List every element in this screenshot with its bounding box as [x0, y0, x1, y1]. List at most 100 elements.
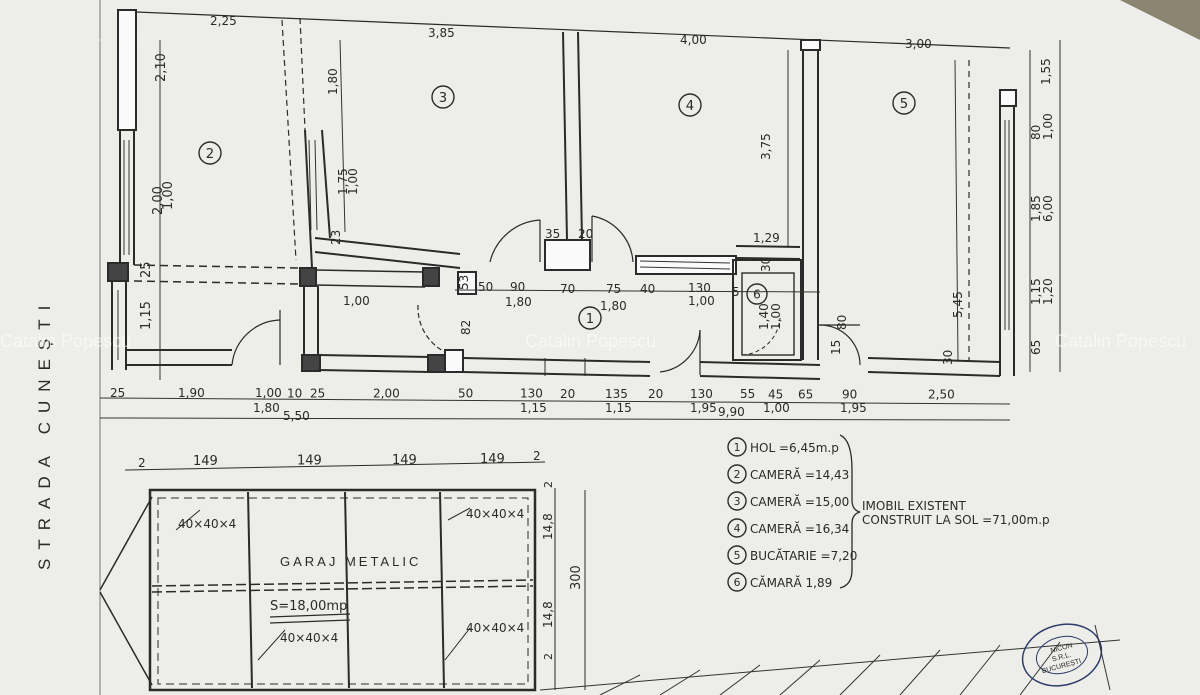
garage-profile-bottom-left: 40×40×4: [280, 631, 338, 645]
dim-top: 4,00: [680, 33, 707, 47]
legend-marker-5-circle: [727, 545, 747, 565]
room-marker-5: 5: [900, 97, 908, 112]
dim-interior: 30: [759, 257, 773, 272]
garage-bay-width: 149: [480, 452, 505, 467]
garage-edge-left: 2: [138, 456, 146, 470]
dim-hol: 40: [640, 282, 655, 296]
garage-frame: [99, 461, 586, 692]
dim-vertical-left: 2,00: [151, 186, 166, 215]
dim-vertical-left: 1,15: [139, 301, 154, 330]
garage-bay-width: 149: [297, 453, 322, 468]
room-marker-2: 2: [206, 147, 214, 162]
dim-top: 2,25: [210, 14, 237, 28]
dim-vertical-right: 80: [1029, 125, 1043, 140]
legend-room-6: CĂMARĂ 1,89: [750, 575, 832, 590]
dim-hol: 1,00: [688, 294, 715, 308]
dim-top: 3,85: [428, 26, 455, 40]
dim-bottom-row1: 10: [287, 386, 302, 400]
legend-marker-4: 4: [734, 522, 741, 535]
room-marker-6-circle: [746, 283, 768, 305]
dim-vertical-right: 6,00: [1041, 195, 1055, 222]
garage-profile-bottom-right: 40×40×4: [466, 621, 524, 635]
dim-interior: 20: [578, 227, 593, 241]
dim-vertical-left: 2,10: [154, 53, 169, 82]
dim-hol: 1,80: [600, 299, 627, 313]
legend-marker-1-circle: [727, 437, 747, 457]
garage-profile-top-right: 40×40×4: [466, 507, 524, 521]
company-stamp: [1021, 623, 1111, 691]
building-note-line1: IMOBIL EXISTENT: [862, 499, 966, 513]
garage-small-top: 2: [542, 481, 555, 488]
dim-vertical-right: 1,15: [1029, 278, 1043, 305]
window-marks: [117, 120, 1010, 360]
dim-bottom-row2: 1,15: [605, 401, 632, 415]
dim-interior: 3,75: [759, 133, 773, 160]
room-marker-4-circle: [678, 93, 702, 117]
garage-bay-width: 149: [392, 453, 417, 468]
legend-room-5: BUCĂTARIE =7,20: [750, 548, 857, 563]
legend-marker-3: 3: [734, 495, 741, 508]
dim-bottom-row2: 9,90: [718, 405, 745, 419]
garage-area: S=18,00mp: [270, 599, 347, 614]
dim-bottom-row2: 1,15: [520, 401, 547, 415]
dim-vertical-right: 1,85: [1029, 195, 1043, 222]
building-note-line2: CONSTRUIT LA SOL =71,00m.p: [862, 513, 1050, 527]
dim-interior: 30: [941, 350, 955, 365]
dim-hol: 70: [560, 282, 575, 296]
watermark-center: Catalin Popescu: [525, 331, 656, 351]
watermark-left: Catalin Popescu: [0, 331, 131, 351]
legend-marker-2-circle: [727, 464, 747, 484]
dim-bottom-row1: 1,90: [178, 386, 205, 400]
garage-profile-top-left: 40×40×4: [178, 517, 236, 531]
dim-top: 3,00: [905, 37, 932, 51]
legend-room-4: CAMERĂ =16,34: [750, 521, 849, 536]
dim-bottom-row2: 1,80: [253, 401, 280, 415]
dim-bottom-row1: 25: [310, 386, 325, 400]
room-marker-3-circle: [431, 85, 455, 109]
dim-vertical-right: 65: [1029, 340, 1043, 355]
dim-bottom-row1: 20: [560, 387, 575, 401]
dim-interior: 1,00: [769, 303, 783, 330]
dim-interior: 53: [457, 275, 471, 290]
dim-bath-width: 1,00: [343, 294, 370, 308]
garage-title: GARAJ METALIC: [280, 554, 421, 569]
street-label: STRADA CUNEȘTI: [35, 297, 54, 570]
dim-bottom-row1: 90: [842, 388, 857, 402]
garage-half-lower: 14,8: [541, 601, 555, 628]
dim-interior: 1,40: [757, 303, 771, 330]
dim-hol: 90: [510, 280, 525, 294]
dim-vertical-left: 25: [139, 261, 154, 278]
dim-interior: 5,45: [951, 291, 965, 318]
room-marker-6: 6: [753, 288, 761, 302]
dim-bottom-row2: 5,50: [283, 409, 310, 423]
dim-bottom-row1: 130: [520, 387, 543, 401]
dim-interior: 1,29: [753, 231, 780, 245]
legend-brace: [839, 434, 861, 589]
dim-hol: 130: [688, 281, 711, 295]
room-marker-5-circle: [892, 91, 916, 115]
dim-bottom-row1: 1,00: [255, 386, 282, 400]
garage-edge-right: 2: [533, 449, 541, 463]
legend-marker-6: 6: [734, 576, 741, 589]
dim-hol: 5: [732, 285, 740, 299]
dim-interior: 15: [829, 340, 843, 355]
dim-bottom-row2: 1,00: [763, 401, 790, 415]
legend-room-2: CAMERĂ =14,43: [750, 467, 849, 482]
dim-hol: 50: [478, 280, 493, 294]
dim-interior: 1,80: [326, 68, 340, 95]
dim-bottom-row1: 20: [648, 387, 663, 401]
room-marker-1: 1: [586, 312, 594, 327]
dim-bottom-row2: 1,95: [840, 401, 867, 415]
dim-vertical-right: 1,20: [1041, 278, 1055, 305]
legend-marker-3-circle: [727, 491, 747, 511]
dim-interior: 35: [545, 227, 560, 241]
plot-boundary-hatch: [539, 639, 1121, 695]
dim-bottom-row2: 1,95: [690, 401, 717, 415]
dim-bottom-row1: 50: [458, 387, 473, 401]
house-walls: [107, 9, 1017, 380]
legend-marker-2: 2: [734, 468, 741, 481]
dim-vertical-left: 1,00: [161, 181, 176, 210]
